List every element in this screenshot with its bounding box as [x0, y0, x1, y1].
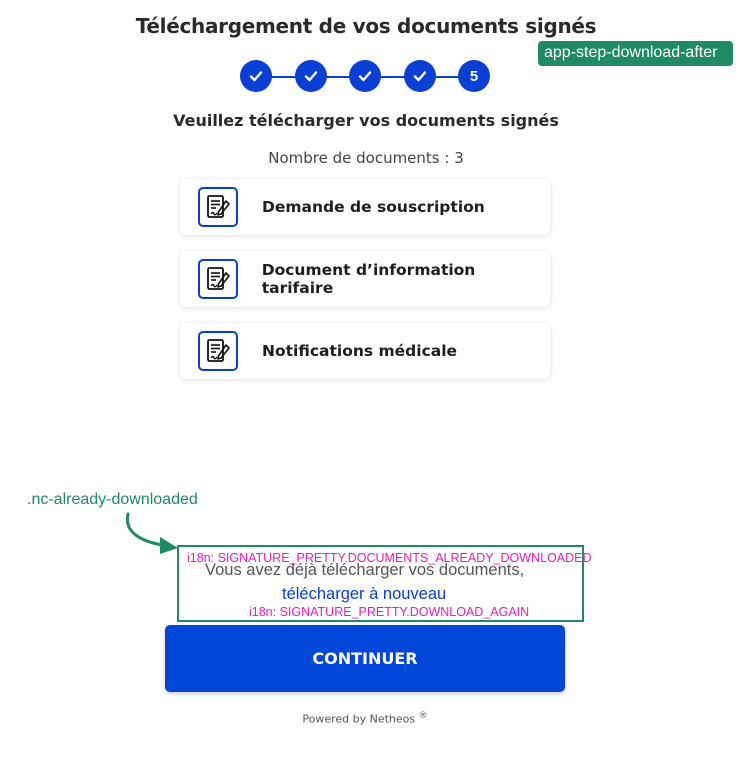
- step-4-done: [404, 60, 436, 92]
- already-downloaded-text: Vous avez déjà télécharger vos documents…: [205, 561, 525, 579]
- document-card-notifications[interactable]: Notifications médicale: [180, 323, 550, 379]
- signed-document-icon: [198, 187, 238, 227]
- component-tag: app-step-download-after: [538, 41, 733, 66]
- document-card-souscription[interactable]: Demande de souscription: [180, 179, 550, 235]
- step-1-done: [240, 60, 272, 92]
- subtitle: Veuillez télécharger vos documents signé…: [173, 111, 559, 130]
- already-downloaded-box: [177, 545, 584, 622]
- stepper: 5: [240, 60, 490, 94]
- check-icon: [413, 71, 427, 82]
- continue-button[interactable]: CONTINUER: [165, 625, 565, 692]
- document-label: Document d’information tarifaire: [261, 261, 476, 297]
- i18n-key-download-again: i18n: SIGNATURE_PRETTY.DOWNLOAD_AGAIN: [249, 605, 530, 619]
- annotation-class-label: .nc-already-downloaded: [27, 491, 198, 508]
- step-2-done: [295, 60, 327, 92]
- i18n-key-already-downloaded: i18n: SIGNATURE_PRETTY.DOCUMENTS_ALREADY…: [187, 551, 592, 565]
- registered-mark: ®: [418, 711, 428, 721]
- check-icon: [249, 71, 263, 82]
- check-icon: [304, 71, 318, 82]
- document-card-tarifaire[interactable]: Document d’information tarifaire: [180, 251, 550, 307]
- document-label: Demande de souscription: [262, 198, 485, 216]
- signed-document-icon: [198, 259, 238, 299]
- step-3-done: [349, 60, 381, 92]
- download-again-link[interactable]: télécharger à nouveau: [282, 585, 447, 603]
- signed-document-icon: [198, 331, 238, 371]
- annotation-arrow-icon: [125, 512, 178, 554]
- page-title: Téléchargement de vos documents signés: [135, 14, 597, 38]
- powered-by-text: Powered by Netheos: [302, 712, 416, 726]
- powered-by-footer: Powered by Netheos ®: [0, 711, 730, 726]
- step-5-current: 5: [458, 60, 490, 92]
- document-count: Nombre de documents : 3: [268, 149, 464, 167]
- check-icon: [358, 71, 372, 82]
- document-label: Notifications médicale: [262, 342, 458, 360]
